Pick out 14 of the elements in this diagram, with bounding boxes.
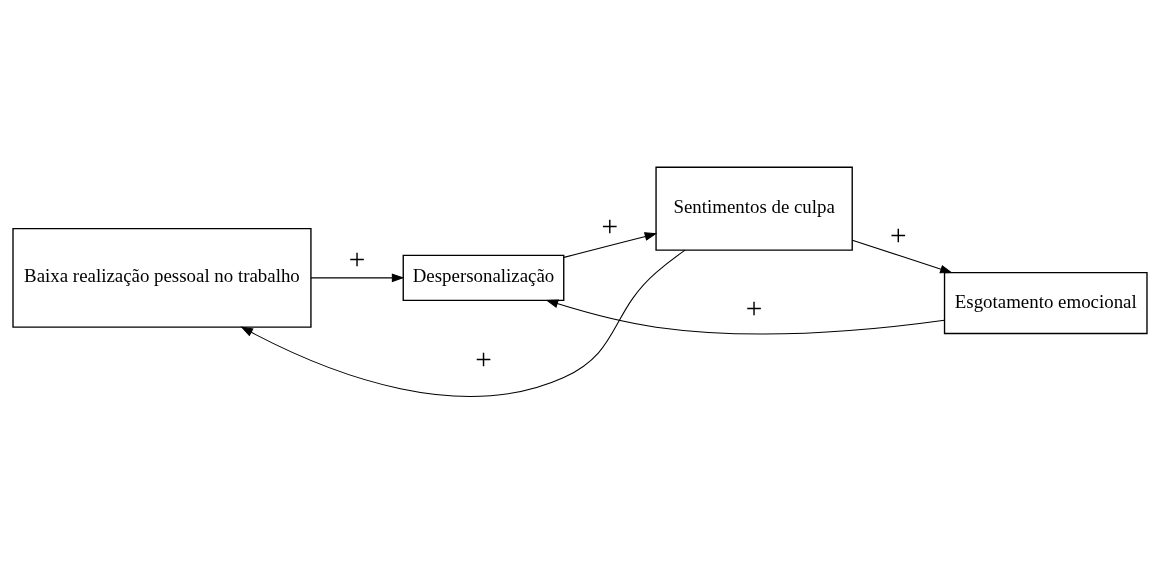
arrow <box>545 299 945 335</box>
node-box: Esgotamento emocional <box>943 271 1148 335</box>
node-box: Baixa realização pessoal no trabalho <box>12 227 312 328</box>
arrow <box>563 232 658 258</box>
arrow <box>310 273 405 283</box>
edge-label: + <box>348 242 366 275</box>
arrow <box>240 249 686 397</box>
arrow <box>851 239 953 274</box>
edge-label: + <box>890 218 907 251</box>
node-box: Despersonalização <box>402 254 565 302</box>
edge-label: + <box>601 210 619 243</box>
edge-label: + <box>745 292 763 325</box>
node-box: Sentimentos de culpa <box>655 166 853 251</box>
edge-label: + <box>475 342 492 375</box>
